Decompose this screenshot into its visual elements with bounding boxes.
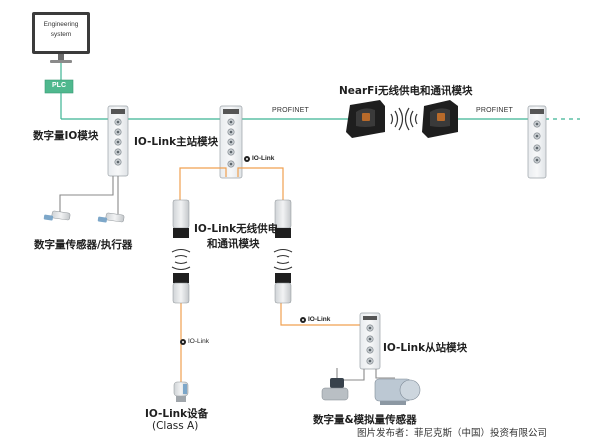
io-link-mark-master: IO-Link [244,155,274,162]
image-publisher-watermark: 图片发布者：菲尼克斯（中国）投资有限公司 [357,428,548,439]
io-link-master-module [219,105,243,179]
label-io-link-device-line1: IO-Link设备 [145,408,209,420]
pressure-sensor [321,378,349,401]
io-link-logo-icon [244,155,250,162]
plc-label: PLC [52,82,66,89]
motor-sensor [374,378,421,405]
wireless-signal-icon [390,107,418,131]
label-digital-sensors: 数字量传感器/执行器 [34,239,133,251]
io-link-device [173,381,189,402]
io-link-logo-icon [300,316,306,323]
digital-sensor-cables [59,176,119,214]
slave-sensor-cables [336,368,395,381]
label-io-link-device-line2: (Class A) [152,420,199,432]
digital-io-module [107,105,129,177]
label-io-link-slave: IO-Link从站模块 [383,342,468,354]
profinet-label-right: PROFINET [476,107,513,114]
wireless-io-link-coupler-right [273,199,293,304]
label-digital-analog-sensors: 数字量&模拟量传感器 [313,414,417,426]
wireless-io-link-coupler-left [171,199,191,304]
nearfi-coupler-left [346,100,385,138]
nearfi-coupler-right [422,100,458,138]
digital-sensor-1 [43,210,71,221]
plc-box [44,79,74,94]
nearfi-title: NearFi无线供电和通讯模块 [339,85,473,97]
digital-sensor-2 [97,212,125,223]
label-wireless-line1: IO-Link无线供电 [194,223,279,235]
io-link-slave-module [359,312,381,370]
label-io-link-master: IO-Link主站模块 [134,136,219,148]
io-link-mark-text: IO-Link [308,316,331,323]
io-link-mark-slave: IO-Link [300,316,330,323]
remote-io-module [527,105,547,179]
label-digital-io-module: 数字量IO模块 [33,130,99,142]
io-link-cables [179,167,360,382]
profinet-label-left: PROFINET [272,107,309,114]
io-link-mark-device: IO-Link [180,338,209,345]
monitor-label-line1: Engineering [43,21,79,28]
monitor-label-line2: system [50,31,72,38]
label-wireless-line2: 和通讯模块 [207,238,260,250]
engineering-system-monitor [32,12,90,63]
io-link-mark-text: IO-Link [188,338,209,345]
io-link-logo-icon [180,338,186,345]
io-link-mark-text: IO-Link [252,155,275,162]
